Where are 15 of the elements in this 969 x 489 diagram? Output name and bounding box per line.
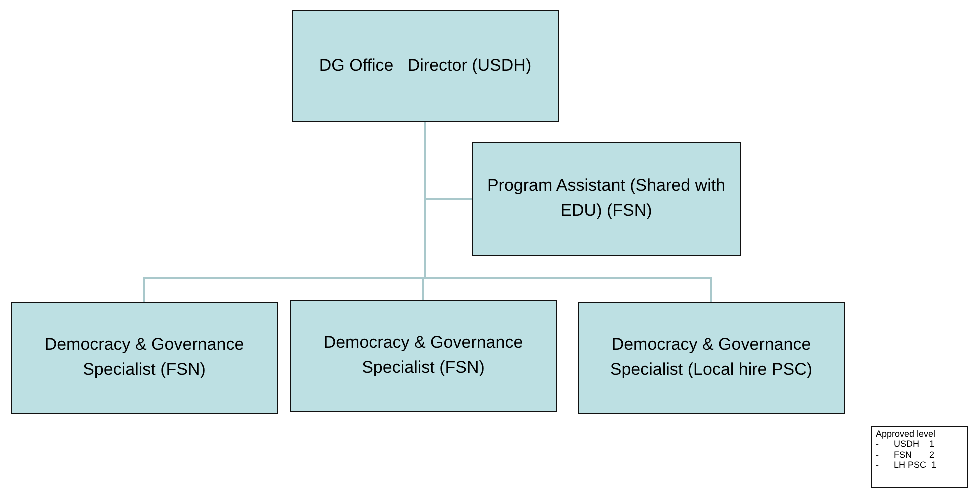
position-box [578,302,845,414]
legend-text: - USDH 1 [876,439,935,450]
position-title: Democracy & Governance Specialist (Local hire PSC) [609,334,814,381]
position-box [11,302,278,414]
position-box [472,142,741,256]
position-box [292,10,559,122]
position-title: Democracy & Governance Specialist (FSN) [44,334,246,381]
position-title: Democracy & Governance Specialist (FSN) [322,332,524,379]
legend-box [871,426,968,488]
legend-text: Approved level [876,429,936,440]
position-title: DG Office Director (USDH) [319,54,532,77]
legend-text: - LH PSC 1 [876,460,937,470]
legend-text: - FSN 2 [876,450,935,460]
position-box [290,300,557,412]
position-title: Program Assistant (Shared with EDU) (FSN) [486,175,727,222]
